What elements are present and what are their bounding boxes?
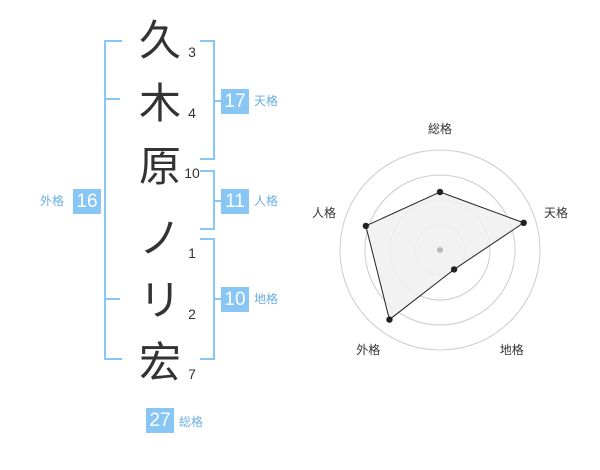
jinkaku-label: 人格 <box>254 194 279 208</box>
radar-ring-3 <box>364 174 516 326</box>
jinkaku-value-badge: 11 <box>221 189 249 214</box>
radar-point-1 <box>436 188 444 196</box>
gaikaku-bracket-tick-upper <box>104 98 120 100</box>
radar-center-dot <box>437 247 443 253</box>
chikaku-value-badge: 10 <box>221 287 249 312</box>
stroke-count-5: 2 <box>188 306 196 322</box>
radar-point-3 <box>450 266 458 273</box>
name-char-5: リ <box>138 276 181 325</box>
chikaku-connector <box>213 298 221 300</box>
gaikaku-label: 外格 <box>40 194 65 208</box>
name-char-3: 原 <box>138 142 181 191</box>
jinkaku-connector <box>213 200 221 202</box>
chikaku-label: 地格 <box>254 292 279 306</box>
stroke-count-6: 7 <box>188 366 196 382</box>
gaikaku-value-badge: 16 <box>73 189 101 214</box>
radar-axis-label-1: 総格 <box>427 122 452 136</box>
radar-axis-label-2: 天格 <box>544 206 569 221</box>
radar-point-2 <box>520 219 527 227</box>
name-char-4: ノ <box>138 214 181 263</box>
radar-point-5 <box>362 222 370 230</box>
radar-point-4 <box>386 316 393 323</box>
tenkaku-connector <box>213 100 221 102</box>
radar-ring-4 <box>339 149 541 351</box>
gaikaku-bracket <box>104 40 122 360</box>
stroke-count-1: 3 <box>188 44 196 60</box>
name-char-2: 木 <box>138 79 181 128</box>
tenkaku-label: 天格 <box>254 94 279 108</box>
gaikaku-bracket-tick-lower <box>104 298 120 300</box>
radar-value-polygon <box>365 191 525 321</box>
stroke-count-3: 10 <box>184 165 200 181</box>
soukaku-value-badge: 27 <box>146 408 174 433</box>
stroke-count-4: 1 <box>188 245 196 261</box>
stroke-count-2: 4 <box>188 105 196 121</box>
radar-axis-label-3: 地格 <box>499 342 524 357</box>
radar-axis-label-4: 外格 <box>356 342 381 357</box>
name-char-6: 宏 <box>138 338 181 387</box>
name-char-1: 久 <box>138 16 181 65</box>
tenkaku-value-badge: 17 <box>221 89 249 114</box>
radar-axis-label-5: 人格 <box>311 206 336 221</box>
soukaku-label: 総格 <box>179 415 204 429</box>
